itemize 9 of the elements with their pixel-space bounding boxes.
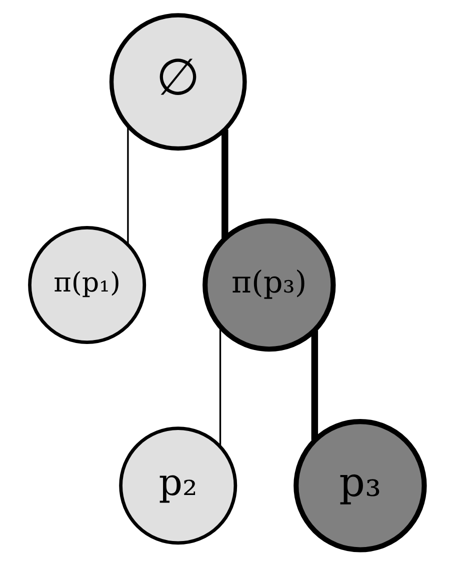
connector [218,326,221,446]
connector [126,126,128,244]
node-circle: p₂ [118,426,237,545]
connector [310,330,318,440]
node-circle: π(p₃) [202,218,336,352]
node-circle: π(p₁) [28,226,146,344]
node-circle: ∅ [108,13,246,151]
connector [221,130,228,238]
node-circle: p₃ [293,419,426,552]
